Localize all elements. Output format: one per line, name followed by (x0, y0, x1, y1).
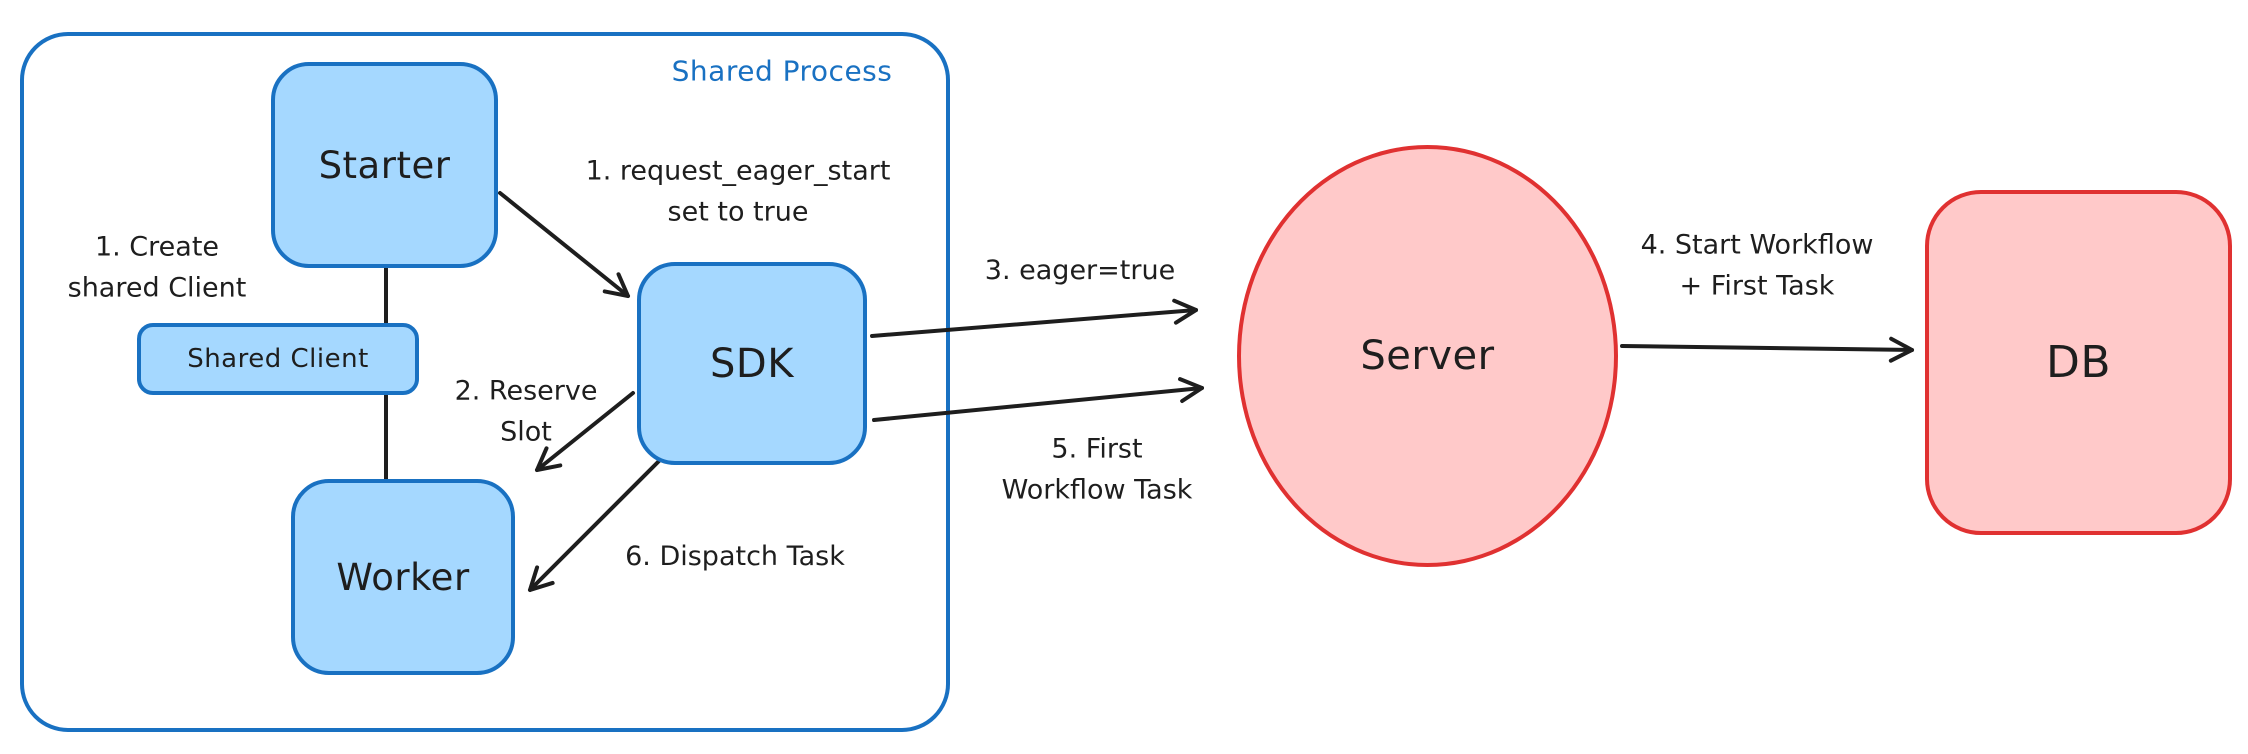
node-shared-client: Shared Client (137, 323, 419, 395)
node-worker: Worker (291, 479, 515, 675)
node-shared-client-label: Shared Client (187, 344, 369, 374)
node-worker-label: Worker (336, 555, 470, 599)
annotation-dispatch-task-label: 6. Dispatch Task (625, 540, 845, 572)
annotation-first-workflow-task: 5. First Workflow Task (1002, 430, 1193, 511)
annotation-first-workflow-task-line1: 5. First (1051, 433, 1143, 465)
annotation-create-shared-client-line2: shared Client (67, 272, 247, 303)
arrow-reserve-slot (535, 391, 635, 472)
annotation-start-workflow-first-task: 4. Start Workflow + First Task (1641, 226, 1874, 307)
shared-process-label: Shared Process (671, 54, 893, 88)
annotation-eager-true: 3. eager=true (985, 251, 1175, 292)
annotation-request-eager-start-line1: 1. request_eager_start (585, 155, 891, 187)
node-db-label: DB (2045, 337, 2112, 388)
annotation-start-workflow-line2: + First Task (1679, 270, 1835, 301)
node-db: DB (1925, 190, 2232, 535)
annotation-reserve-slot: 2. Reserve Slot (455, 372, 598, 453)
node-sdk-label: SDK (710, 340, 794, 387)
arrow-first-workflow-task (872, 377, 1204, 422)
annotation-create-shared-client: 1. Create shared Client (68, 228, 247, 309)
node-starter-label: Starter (318, 143, 451, 187)
annotation-request-eager-start-line2: set to true (667, 196, 809, 227)
arrow-dispatch-task (528, 458, 662, 592)
arrow-eager-true-to-server (870, 298, 1198, 338)
annotation-create-shared-client-line1: 1. Create (94, 231, 220, 263)
annotation-reserve-slot-line1: 2. Reserve (454, 375, 598, 407)
annotation-eager-true-label: 3. eager=true (984, 254, 1176, 286)
node-server: Server (1237, 145, 1618, 567)
annotation-start-workflow-line1: 4. Start Workflow (1640, 229, 1874, 261)
annotation-request-eager-start: 1. request_eager_start set to true (586, 152, 891, 233)
annotation-dispatch-task: 6. Dispatch Task (625, 537, 845, 578)
arrow-starter-to-sdk (498, 191, 630, 298)
node-sdk: SDK (637, 262, 867, 465)
shared-process-container (20, 32, 950, 732)
annotation-first-workflow-task-line2: Workflow Task (1001, 474, 1193, 505)
node-starter: Starter (271, 62, 498, 268)
arrow-server-to-db (1620, 336, 1914, 363)
annotation-reserve-slot-line2: Slot (500, 416, 552, 447)
node-server-label: Server (1360, 333, 1495, 379)
